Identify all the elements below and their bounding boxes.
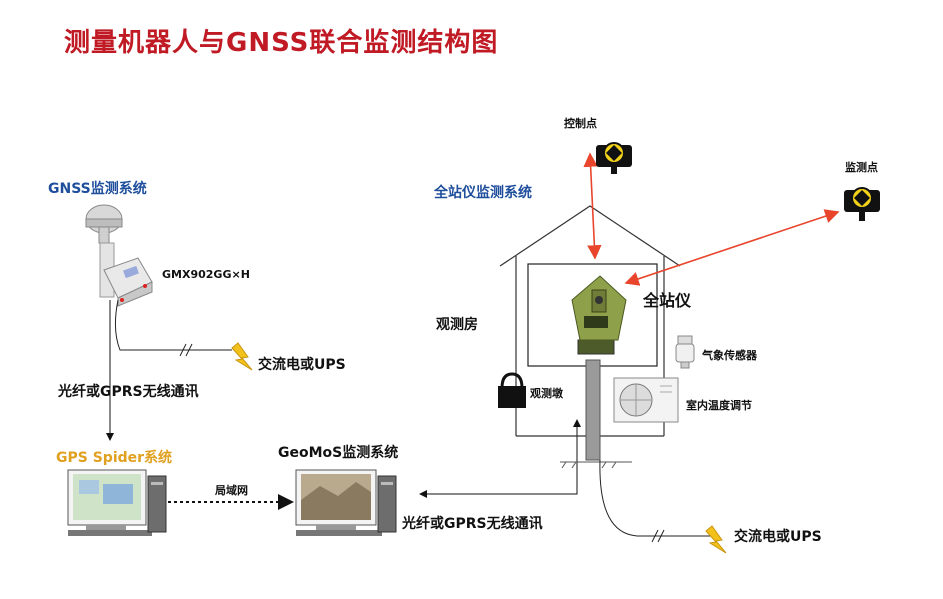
lightning-icon <box>705 525 727 554</box>
control-arrow <box>583 152 602 260</box>
computer-icon <box>295 469 397 536</box>
control-point-label: 控制点 <box>564 117 597 130</box>
power-cable-right <box>599 459 712 537</box>
prism-icon <box>844 187 880 221</box>
weather-sensor-icon <box>675 335 695 369</box>
power-right-label: 交流电或UPS <box>734 529 822 545</box>
weather-sensor-label: 气象传感器 <box>702 349 757 362</box>
pier-label: 观测墩 <box>530 387 563 400</box>
lan-label: 局域网 <box>215 484 248 497</box>
computer-icon <box>67 469 167 536</box>
geomos-label: GeoMoS监测系统 <box>278 445 399 461</box>
power-cable-left <box>114 299 175 351</box>
observation-house-label: 观测房 <box>436 317 478 333</box>
total-station-icon <box>571 275 627 355</box>
lightning-icon <box>231 342 253 371</box>
gnss-antenna-icon <box>85 204 123 298</box>
pier <box>585 359 601 461</box>
comm-left-label: 光纤或GPRS无线通讯 <box>58 384 199 400</box>
comm-bottom-label: 光纤或GPRS无线通讯 <box>402 516 543 532</box>
total-station-label: 全站仪 <box>643 291 692 310</box>
gnss-system-label: GNSS监测系统 <box>48 181 147 197</box>
monitor-arrow <box>624 209 840 286</box>
receiver-model-label: GMX902GG×H <box>162 268 250 281</box>
power-left-label: 交流电或UPS <box>258 357 346 373</box>
temperature-control-label: 室内温度调节 <box>686 399 752 412</box>
air-conditioner-icon <box>613 377 679 423</box>
comm-line-right <box>419 420 578 498</box>
monitor-point-label: 监测点 <box>845 161 878 174</box>
padlock-icon <box>498 372 526 408</box>
diagram-title: 测量机器人与GNSS联合监测结构图 <box>64 28 499 58</box>
receiver-icon <box>103 257 153 307</box>
gps-spider-label: GPS Spider系统 <box>56 450 173 466</box>
prism-icon <box>596 142 632 174</box>
total-station-system-label: 全站仪监测系统 <box>434 185 532 201</box>
